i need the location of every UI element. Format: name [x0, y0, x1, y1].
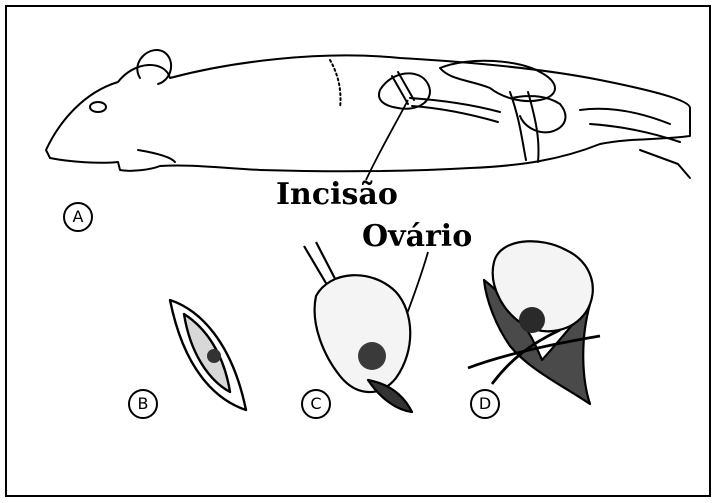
incision-pointer — [366, 100, 408, 180]
ovary-label: Ovário — [362, 222, 472, 252]
rat-tail-tip — [640, 150, 690, 178]
panel-b-incision — [170, 300, 246, 410]
panel-label-c: C — [301, 389, 331, 419]
hind-foot — [580, 109, 680, 142]
knee — [510, 92, 565, 162]
panel-label-d: D — [470, 389, 500, 419]
panel-c-ovary — [304, 242, 412, 412]
panel-label-a: A — [63, 202, 93, 232]
panel-d-ligature — [468, 241, 600, 404]
rat-eye — [90, 102, 106, 112]
ovary-tissue-d — [519, 307, 545, 333]
hindlimb — [440, 61, 555, 101]
panel-label-b: B — [128, 389, 158, 419]
rat-drawing — [46, 50, 690, 178]
incision-area — [379, 73, 430, 108]
incision-lines — [410, 98, 500, 122]
fat-pad — [315, 275, 411, 392]
spine-scar — [330, 60, 341, 108]
rat-ear — [137, 50, 171, 84]
rat-outline — [46, 55, 690, 171]
incision-label: Incisão — [276, 180, 398, 210]
ovary-tissue — [358, 342, 386, 370]
rat-front-leg — [138, 150, 175, 162]
tissue-spot — [207, 349, 221, 363]
